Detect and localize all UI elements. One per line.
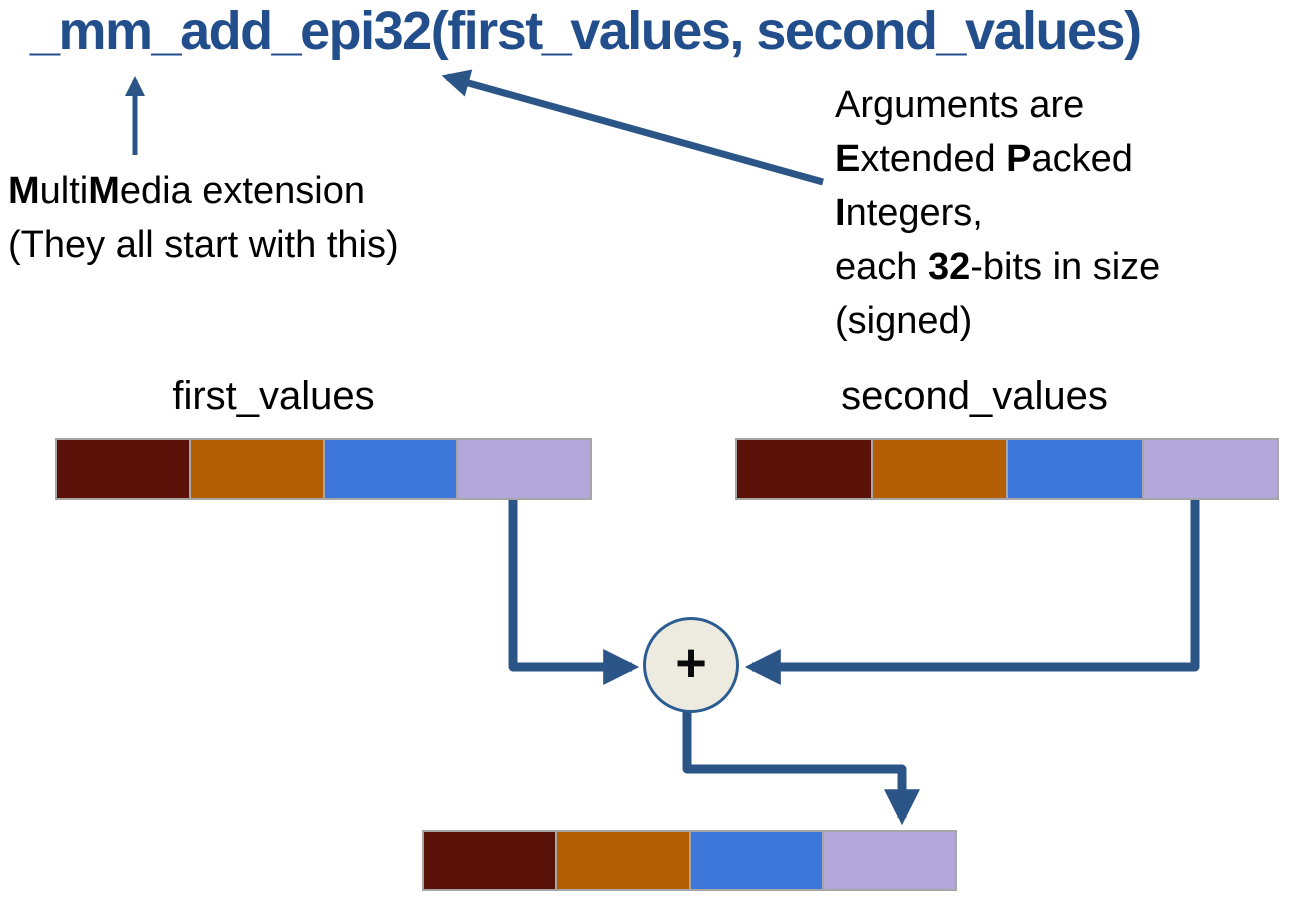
lane-orange xyxy=(555,832,689,889)
bold-letter: E xyxy=(835,138,861,180)
second-values-label: second_values xyxy=(841,374,1108,418)
note-text: -bits in size xyxy=(970,246,1161,288)
lane-orange xyxy=(870,440,1006,498)
args-note-line2: Extended Packed xyxy=(835,132,1160,186)
lane-orange xyxy=(188,440,323,498)
mmx-note-line1: MultiMedia extension xyxy=(8,164,399,218)
first-values-to-plus-connector xyxy=(508,500,640,685)
bold-letter: P xyxy=(1006,138,1032,180)
lane-purple xyxy=(456,440,590,498)
lane-blue xyxy=(322,440,457,498)
note-text: ulti xyxy=(39,170,89,212)
lane-dark-red xyxy=(57,440,189,498)
result-vector xyxy=(422,830,957,891)
bold-letter: M xyxy=(88,170,120,212)
args-note-line3: Integers, xyxy=(835,186,1160,240)
plus-to-result-connector xyxy=(682,710,920,826)
args-note: Arguments are Extended Packed Integers, … xyxy=(835,78,1160,348)
bold-letter: M xyxy=(8,170,40,212)
first-values-vector xyxy=(55,438,592,500)
first-values-label: first_values xyxy=(172,374,375,418)
note-text: edia extension xyxy=(119,170,365,212)
args-note-line1: Arguments are xyxy=(835,84,1085,126)
mmx-note-line2: (They all start with this) xyxy=(8,224,399,266)
page-title: _mm_add_epi32(first_values, second_value… xyxy=(30,1,1142,61)
args-note-line4: each 32-bits in size xyxy=(835,240,1160,294)
lane-purple xyxy=(1141,440,1277,498)
second-values-vector xyxy=(735,438,1279,500)
lane-blue xyxy=(1006,440,1142,498)
lane-purple xyxy=(821,832,955,889)
args-callout-arrow xyxy=(441,69,824,186)
lane-dark-red xyxy=(737,440,871,498)
mmx-note: MultiMedia extension (They all start wit… xyxy=(8,164,399,272)
lane-dark-red xyxy=(424,832,556,889)
args-note-line5: (signed) xyxy=(835,300,973,342)
bold-letter: I xyxy=(835,192,846,234)
add-operation-node: + xyxy=(643,617,739,713)
note-text: ntegers, xyxy=(845,192,983,234)
second-values-to-plus-connector xyxy=(744,500,1200,685)
note-text: acked xyxy=(1031,138,1133,180)
note-text: each xyxy=(835,246,928,288)
note-text: xtended xyxy=(860,138,1007,180)
lane-blue xyxy=(688,832,822,889)
plus-sign: + xyxy=(675,633,707,693)
bold-number: 32 xyxy=(927,246,971,288)
